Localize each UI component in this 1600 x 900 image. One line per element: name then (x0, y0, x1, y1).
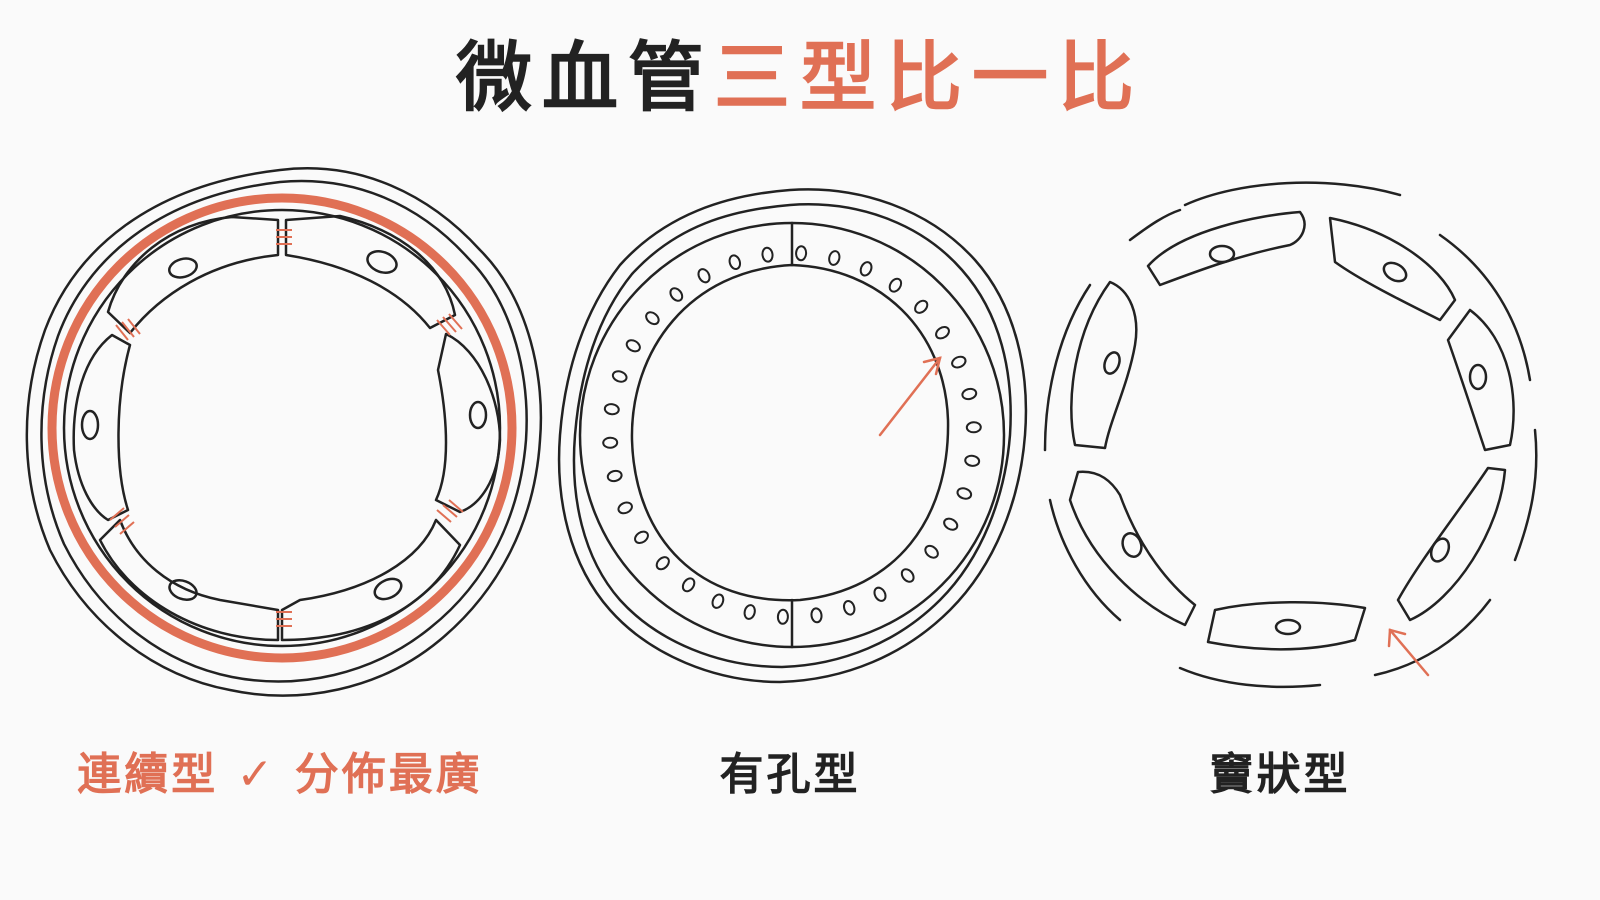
nucleus (168, 257, 198, 279)
fenestra (697, 268, 711, 284)
endothelial-cell (1146, 210, 1306, 287)
fenestra (943, 517, 959, 531)
endothelial-cell (106, 215, 280, 335)
nucleus (468, 400, 488, 430)
broken-membrane (1128, 208, 1182, 242)
label-sinusoidal: 竇狀型 (1209, 749, 1351, 800)
fenestra (728, 254, 742, 271)
endothelial-cell (1070, 280, 1138, 450)
fenestra (924, 544, 939, 559)
tight-junction (276, 611, 292, 627)
tight-junctions (109, 229, 464, 627)
endothelial-cell (1206, 600, 1367, 651)
fenestra (602, 436, 619, 449)
fenestra (810, 607, 823, 624)
fenestra (669, 287, 684, 302)
fenestra (900, 568, 915, 583)
title-part-2: 三型比一比 (714, 33, 1144, 122)
fenestrated-capillary (557, 188, 1028, 684)
outer-membrane (25, 167, 543, 697)
fenestra (888, 277, 903, 293)
label-fenestrated: 有孔型 (719, 749, 861, 800)
endothelial-cell (1068, 470, 1197, 627)
broken-membrane (1438, 233, 1532, 382)
fenestra (859, 261, 873, 277)
endothelial-cell (280, 518, 462, 642)
broken-membrane (1373, 598, 1492, 677)
fenestra (625, 339, 641, 353)
fenestra (956, 487, 973, 500)
fenestra (611, 370, 628, 383)
sinusoidal-capillary (1043, 181, 1538, 689)
title: 微血管三型比一比 (0, 28, 1600, 128)
broken-membrane (1048, 498, 1122, 622)
tight-junction (109, 507, 135, 535)
broken-membrane (1513, 428, 1538, 562)
nucleus (1274, 618, 1302, 636)
fenestra (828, 250, 841, 266)
fenestra (951, 355, 967, 369)
label-continuous: 連續型 ✓ 分佈最廣 (77, 749, 483, 800)
nucleus (80, 409, 100, 441)
endothelial-cell (72, 333, 132, 522)
nucleus (1429, 537, 1451, 563)
tight-junction (436, 499, 464, 523)
continuous-capillary (25, 167, 543, 697)
gap-arrow (1387, 628, 1430, 677)
fenestra (634, 530, 649, 545)
fenestra (645, 311, 660, 326)
fenestra (606, 469, 623, 483)
broken-membrane (1043, 283, 1092, 452)
endothelial-cell (98, 518, 280, 642)
tight-junction (276, 229, 292, 245)
fenestrae (602, 245, 982, 625)
lumen-boundary (630, 263, 950, 602)
fenestra (935, 325, 950, 340)
tight-junction (436, 313, 463, 336)
fenestra (655, 556, 670, 571)
fenestra (873, 586, 887, 602)
nucleus (1208, 244, 1236, 264)
fenestra (761, 246, 774, 263)
fenestra (776, 608, 789, 625)
fenestra (842, 599, 856, 616)
fenestra (743, 604, 756, 620)
cell-outer-boundary (578, 221, 1006, 649)
fenestra (965, 421, 982, 434)
fenestra (964, 454, 981, 467)
nucleus (1382, 261, 1408, 283)
nucleus (168, 579, 198, 601)
nucleus (366, 250, 398, 274)
endothelial-cell (1328, 216, 1457, 322)
nucleus (1468, 363, 1488, 391)
endothelial-cell (284, 214, 457, 330)
fenestra (914, 299, 929, 314)
tight-junction (115, 318, 141, 341)
fenestra-arrow (878, 356, 942, 437)
broken-membrane (1183, 181, 1402, 207)
nucleus (1103, 351, 1121, 375)
outer-membrane-inner (40, 179, 528, 683)
nucleus (1121, 532, 1143, 558)
title-part-1: 微血管 (456, 33, 714, 122)
nucleus (373, 577, 403, 601)
endothelial-cell (434, 332, 502, 514)
outer-membrane-inner (572, 203, 1012, 669)
outer-membrane (557, 188, 1028, 684)
endothelial-cell (1396, 466, 1507, 622)
fenestra (795, 245, 808, 262)
endothelial-cell (1446, 308, 1515, 452)
broken-membrane (1178, 666, 1322, 689)
fenestra (617, 501, 633, 515)
fenestra (681, 577, 696, 593)
fenestra (961, 387, 978, 401)
basement-lamina-highlight (47, 193, 517, 663)
fenestra (603, 403, 620, 416)
fenestra (711, 593, 725, 609)
